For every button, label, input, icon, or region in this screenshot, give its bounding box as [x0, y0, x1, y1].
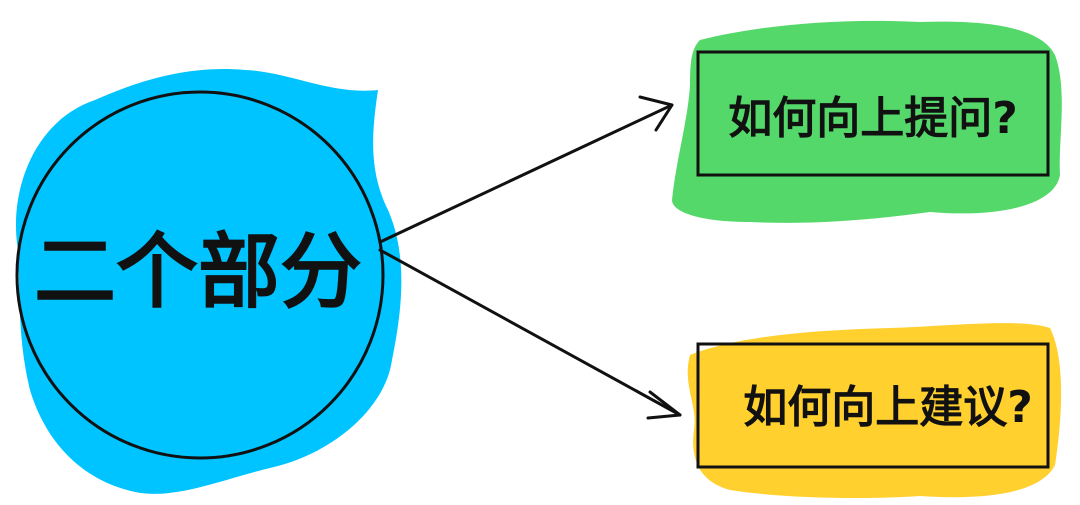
top-label: 如何向上提问?	[728, 93, 1018, 144]
bottom-label: 如何向上建议?	[743, 382, 1033, 433]
arrow-to-top	[378, 95, 674, 244]
center-circle	[15, 90, 385, 460]
top-box	[696, 50, 1050, 177]
top-blob	[672, 20, 1062, 223]
bottom-box	[696, 342, 1050, 469]
bottom-blob	[687, 323, 1062, 498]
center-label: 二个部分	[34, 225, 362, 320]
center-blob	[15, 69, 402, 494]
arrow-to-bottom	[378, 248, 682, 420]
